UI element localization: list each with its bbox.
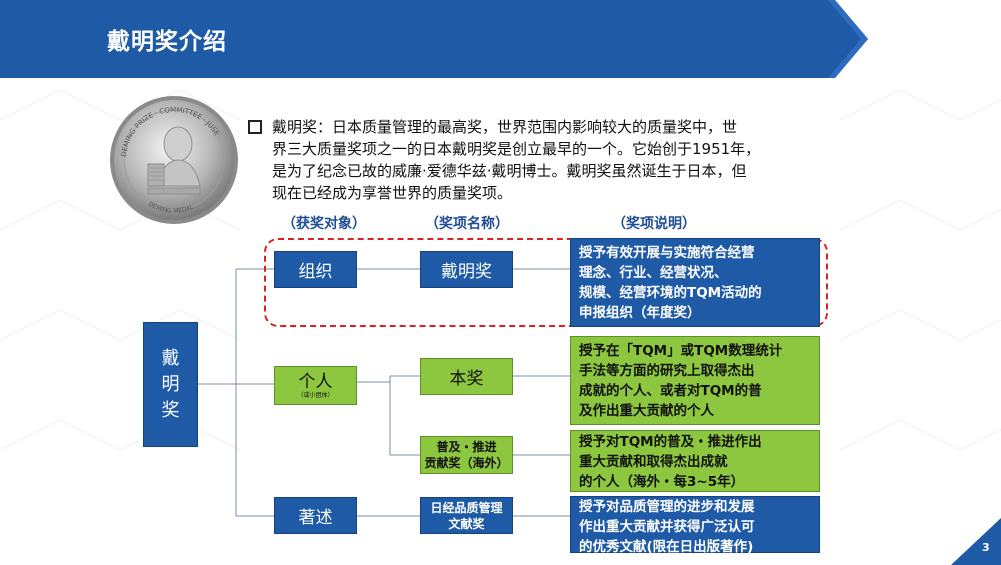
desc-main-prize: 授予在「TQM」或TQM数理统计 手法等方面的研究上取得杰出 成就的个人、或者对…: [570, 336, 820, 425]
desc-line: 授予有效开展与实施符合经营: [579, 245, 755, 261]
intro-line: 戴明奖：日本质量管理的最高奖，世界范围内影响较大的质量奖中，世: [272, 118, 738, 136]
desc-nikkei: 授予对品质管理的进步和发展 作出重大贡献并获得广泛认可 的优秀文献(限在日出版著…: [570, 496, 820, 555]
desc-line: 作出重大贡献并获得广泛认可: [579, 519, 755, 535]
root-char: 明: [161, 373, 180, 395]
intro-line: 现在已经成为享誉世界的质量奖项。: [272, 184, 513, 202]
desc-line: 授予对TQM的普及・推进作出: [579, 434, 762, 450]
award-nikkei: 日经品质管理 文献奖: [420, 497, 513, 534]
recipient-writing-label: 著述: [298, 508, 333, 528]
root-char: 奖: [161, 399, 180, 421]
desc-line: 手法等方面的研究上取得杰出: [579, 363, 755, 379]
deming-medal-image: DEMING PRIZE · COMMITTEE · JUSE DEMING M…: [110, 96, 238, 224]
desc-line: 的优秀文献(限在日出版著作): [579, 539, 754, 555]
award-main-prize-label: 本奖: [449, 369, 484, 389]
recipient-individual-sub: （或小团体）: [297, 391, 334, 399]
highlight-dashed-frame: [264, 238, 828, 327]
desc-line: 申报组织（年度奖）: [579, 305, 701, 321]
intro-paragraph: 戴明奖：日本质量管理的最高奖，世界范围内影响较大的质量奖中，世 界三大质量奖项之…: [272, 116, 842, 204]
desc-line: 重大贡献和取得杰出成就: [579, 454, 728, 470]
header-award-desc: （奖项说明）: [612, 216, 696, 232]
recipient-org: 组织: [274, 251, 357, 288]
award-dissemination-line2: 贡献奖（海外）: [424, 456, 509, 470]
award-nikkei-line2: 文献奖: [448, 516, 485, 531]
desc-line: 理念、行业、经营状况、: [579, 265, 728, 281]
award-nikkei-line1: 日经品质管理: [430, 500, 503, 515]
award-deming-prize-label: 戴明奖: [441, 262, 492, 282]
desc-line: 成就的个人、或者对TQM的普: [579, 383, 762, 399]
award-dissemination-line1: 普及・推进: [436, 440, 497, 454]
page-title: 戴明奖介绍: [107, 29, 227, 55]
title-bar: [0, 0, 868, 78]
desc-org: 授予有效开展与实施符合经营 理念、行业、经营状况、 规模、经营环境的TQM活动的…: [570, 238, 820, 327]
recipient-org-label: 组织: [298, 262, 333, 282]
desc-line: 规模、经营环境的TQM活动的: [579, 285, 762, 301]
recipient-individual-label: 个人: [298, 371, 333, 392]
award-deming-prize: 戴明奖: [420, 251, 513, 288]
desc-line: 授予对品质管理的进步和发展: [579, 499, 755, 515]
recipient-individual: 个人 （或小团体）: [274, 366, 357, 405]
award-main-prize: 本奖: [420, 358, 513, 395]
recipient-writing: 著述: [274, 497, 357, 534]
root-char: 戴: [161, 347, 180, 369]
intro-line: 界三大质量奖项之一的日本戴明奖是创立最早的一个。它始创于1951年，: [272, 140, 761, 158]
intro-line: 是为了纪念已故的威廉·爱德华兹·戴明博士。戴明奖虽然诞生于日本，但: [272, 162, 747, 180]
bullet-square-icon: [248, 120, 262, 134]
desc-line: 及作出重大贡献的个人: [579, 403, 714, 419]
desc-line: 的个人（海外・每3~5年）: [579, 474, 745, 490]
header-recipient: （获奖对象）: [282, 216, 366, 232]
desc-line: 授予在「TQM」或TQM数理统计: [579, 343, 783, 359]
header-award-name: （奖项名称）: [425, 216, 509, 232]
page-number: 3: [982, 541, 990, 554]
desc-dissemination: 授予对TQM的普及・推进作出 重大贡献和取得杰出成就 的个人（海外・每3~5年）: [570, 430, 820, 492]
root-node-deming-prize: 戴 明 奖: [143, 322, 198, 447]
page-corner-triangle: [951, 518, 1001, 565]
award-dissemination: 普及・推进 贡献奖（海外）: [420, 436, 513, 474]
